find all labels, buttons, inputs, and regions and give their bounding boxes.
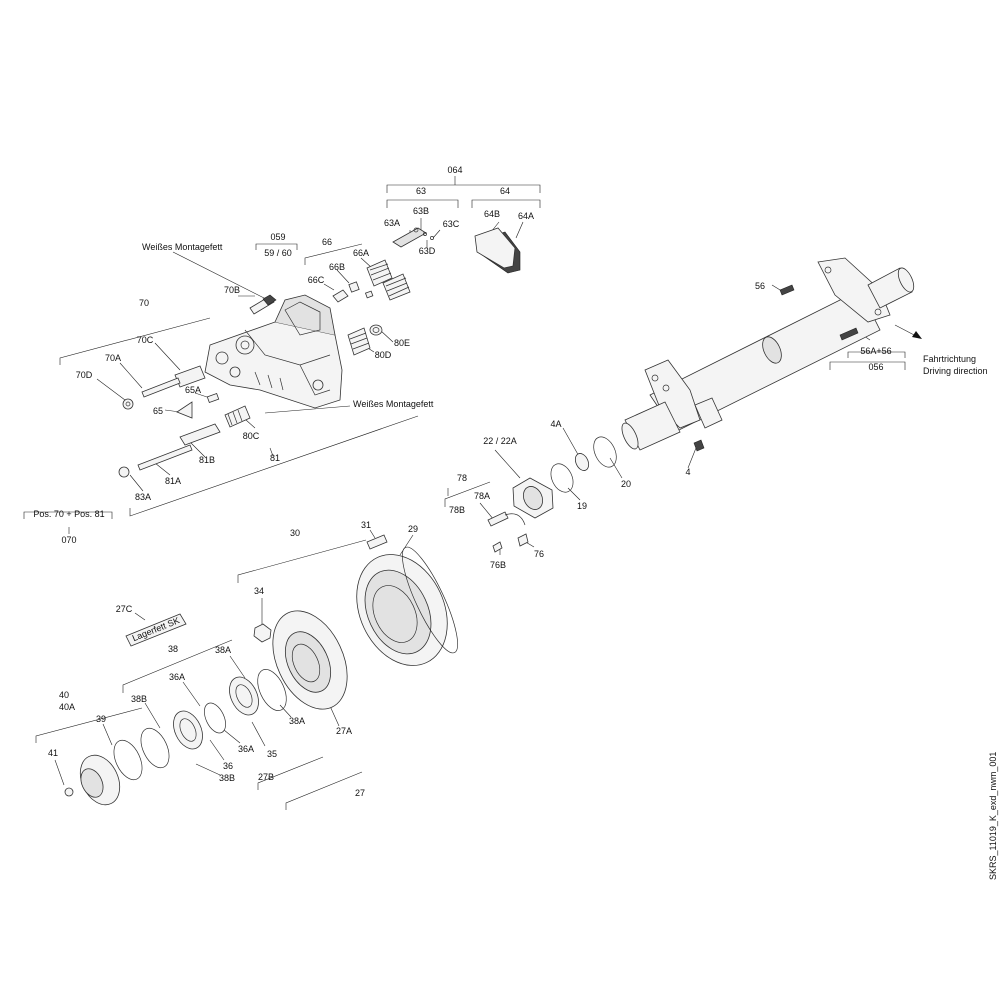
- label-056: 056: [868, 362, 883, 372]
- label-40A: 40A: [59, 702, 75, 712]
- part-81-bolts: [118, 423, 221, 478]
- label-38A-bottom: 38A: [289, 716, 305, 726]
- label-35: 35: [267, 749, 277, 759]
- label-27A: 27A: [336, 726, 352, 736]
- part-bearings-35-36: [140, 669, 287, 769]
- label-4A: 4A: [550, 419, 561, 429]
- label-64: 64: [500, 186, 510, 196]
- part-22-axle-nut: [512, 477, 554, 519]
- label-70A: 70A: [105, 353, 121, 363]
- label-19: 19: [577, 501, 587, 511]
- label-059: 059: [270, 232, 285, 242]
- label-montage-1: Weißes Montagefett: [142, 242, 223, 252]
- label-64A: 64A: [518, 211, 534, 221]
- part-70B-pin: [249, 294, 277, 315]
- label-27: 27: [355, 788, 365, 798]
- label-78B: 78B: [449, 505, 465, 515]
- label-65: 65: [153, 406, 163, 416]
- part-4A-20-19: [550, 436, 617, 493]
- label-31: 31: [361, 520, 371, 530]
- label-36A-top: 36A: [169, 672, 185, 682]
- label-83A: 83A: [135, 492, 151, 502]
- part-27A-hub: [272, 610, 348, 710]
- label-66B: 66B: [329, 262, 345, 272]
- label-66: 66: [322, 237, 332, 247]
- label-76B: 76B: [490, 560, 506, 570]
- label-81B: 81B: [199, 455, 215, 465]
- label-64B: 64B: [484, 209, 500, 219]
- part-29-brake-disc: [356, 546, 458, 666]
- label-27B: 27B: [258, 772, 274, 782]
- document-id: SKRS_11019_K_exd_nwm_001: [988, 752, 998, 880]
- label-38: 38: [168, 644, 178, 654]
- label-63D: 63D: [419, 246, 436, 256]
- part-66-springs: [332, 259, 411, 303]
- label-63: 63: [416, 186, 426, 196]
- label-78: 78: [457, 473, 467, 483]
- part-80C-sleeve: [224, 405, 251, 428]
- label-70D: 70D: [76, 370, 93, 380]
- label-070: 070: [61, 535, 76, 545]
- label-80C: 80C: [243, 431, 260, 441]
- label-76: 76: [534, 549, 544, 559]
- label-34: 34: [254, 586, 264, 596]
- label-70B: 70B: [224, 285, 240, 295]
- part-27C-grease-tube: [125, 613, 187, 647]
- label-20: 20: [621, 479, 631, 489]
- label-59-60: 59 / 60: [264, 248, 292, 258]
- bracket-lines: [23, 176, 906, 810]
- part-40-hub-cap: [64, 739, 143, 806]
- label-78A: 78A: [474, 491, 490, 501]
- label-63A: 63A: [384, 218, 400, 228]
- label-80D: 80D: [375, 350, 392, 360]
- label-38B-top: 38B: [131, 694, 147, 704]
- label-66A: 66A: [353, 248, 369, 258]
- part-64-brake-pads: [474, 227, 521, 274]
- part-34-nut: [253, 623, 272, 643]
- label-29: 29: [408, 524, 418, 534]
- label-39: 39: [96, 714, 106, 724]
- part-65-cap: [176, 392, 220, 419]
- label-36: 36: [223, 761, 233, 771]
- label-81: 81: [270, 453, 280, 463]
- part-70-guide-pins: [122, 365, 206, 410]
- label-65A: 65A: [185, 385, 201, 395]
- label-38B-bottom: 38B: [219, 773, 235, 783]
- label-56A-56: 56A+56: [860, 346, 891, 356]
- label-4: 4: [685, 467, 690, 477]
- label-80E: 80E: [394, 338, 410, 348]
- label-63B: 63B: [413, 206, 429, 216]
- driving-direction-arrow: [894, 324, 922, 339]
- part-axle-tube: [621, 257, 915, 452]
- label-30: 30: [290, 528, 300, 538]
- part-63-pad-spring: [392, 227, 434, 248]
- label-pos-70-81: Pos. 70 + Pos. 81: [33, 509, 104, 519]
- label-56: 56: [755, 281, 765, 291]
- label-81A: 81A: [165, 476, 181, 486]
- label-064: 064: [447, 165, 462, 175]
- label-63C: 63C: [443, 219, 460, 229]
- part-78-sensor: [487, 511, 529, 553]
- part-80-boots: [347, 324, 383, 356]
- label-montage-2: Weißes Montagefett: [353, 399, 434, 409]
- label-40: 40: [59, 690, 69, 700]
- label-27C: 27C: [116, 604, 133, 614]
- label-70: 70: [139, 298, 149, 308]
- label-fahrtrichtung: Fahrtrichtung: [923, 354, 976, 364]
- label-driving-direction: Driving direction: [923, 366, 988, 376]
- label-38A-top: 38A: [215, 645, 231, 655]
- label-36A-bottom: 36A: [238, 744, 254, 754]
- part-31-wheel-stud: [366, 534, 388, 550]
- part-059-caliper-housing: [204, 294, 343, 409]
- label-70C: 70C: [137, 335, 154, 345]
- label-41: 41: [48, 748, 58, 758]
- label-22-22A: 22 / 22A: [483, 436, 517, 446]
- label-66C: 66C: [308, 275, 325, 285]
